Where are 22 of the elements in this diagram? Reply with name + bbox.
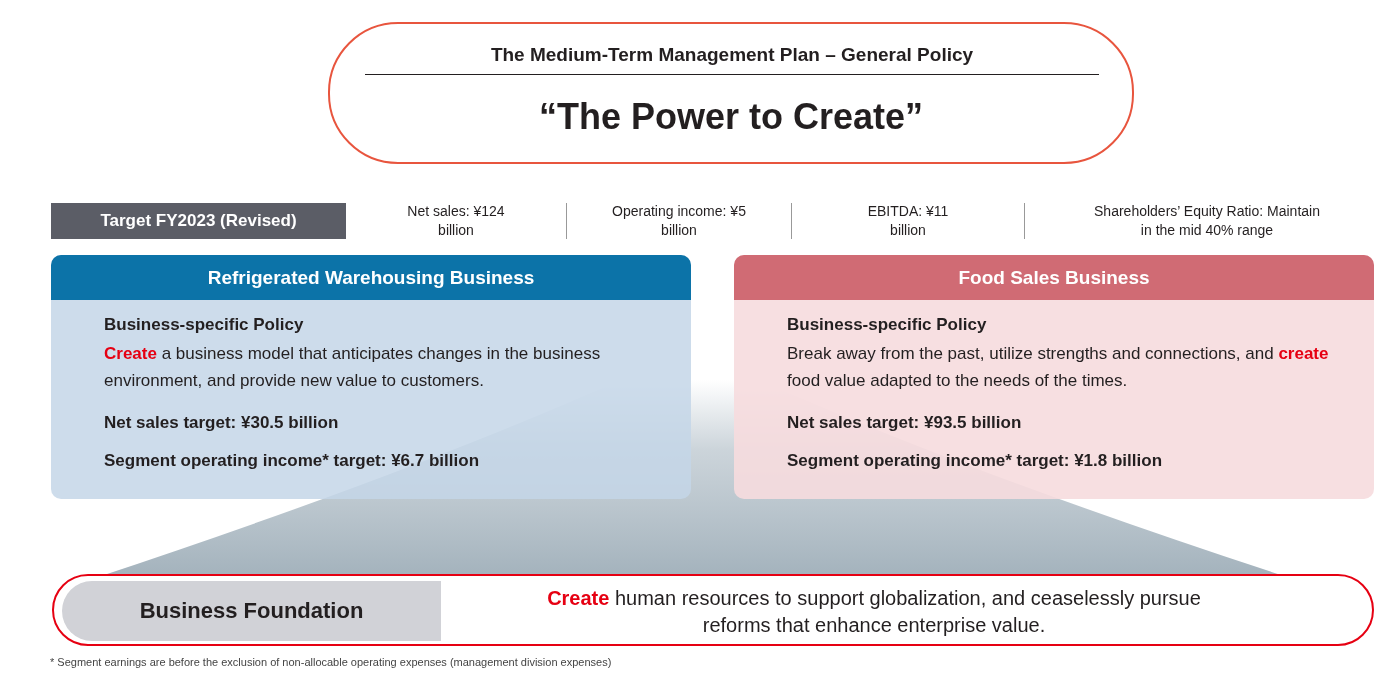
metric-text: Shareholders’ Equity Ratio: Maintain in the mid 40% range (1093, 202, 1321, 240)
business-panel (51, 255, 691, 499)
business-panel (734, 255, 1374, 499)
foundation-text: Create human resources to support globalization, and ceaselessly pursue reforms that enhance enterprise value. (546, 586, 1202, 638)
metric-text: EBITDA: ¥11 billion (866, 202, 950, 240)
policy-text: Create a business model that anticipates changes in the business environment, and provide new value to customers. (104, 343, 602, 392)
sales-target: Net sales target: ¥30.5 billion (104, 412, 340, 434)
income-target: Segment operating income* target: ¥6.7 billion (104, 450, 480, 472)
policy-heading: Business-specific Policy (787, 314, 988, 336)
policy-heading: Business-specific Policy (104, 314, 305, 336)
metric-text: Operating income: ¥5 billion (611, 202, 747, 240)
policy-text: Break away from the past, utilize strengths and connections, and create food value adapted to the needs of the times. (787, 343, 1330, 392)
foundation-label: Business Foundation (62, 581, 441, 641)
target-label: Target FY2023 (Revised) (51, 203, 346, 239)
income-target: Segment operating income* target: ¥1.8 billion (787, 450, 1163, 472)
footnote: * Segment earnings are before the exclusion of non-allocable operating expenses (management division expenses) (50, 656, 612, 668)
panel-header: Refrigerated Warehousing Business (51, 255, 691, 300)
box-title: “The Power to Create” (537, 96, 925, 138)
panel-header: Food Sales Business (734, 255, 1374, 300)
box-heading: The Medium-Term Management Plan – General Policy (365, 44, 1099, 75)
metric-text: Net sales: ¥124 billion (406, 202, 506, 240)
sales-target: Net sales target: ¥93.5 billion (787, 412, 1023, 434)
